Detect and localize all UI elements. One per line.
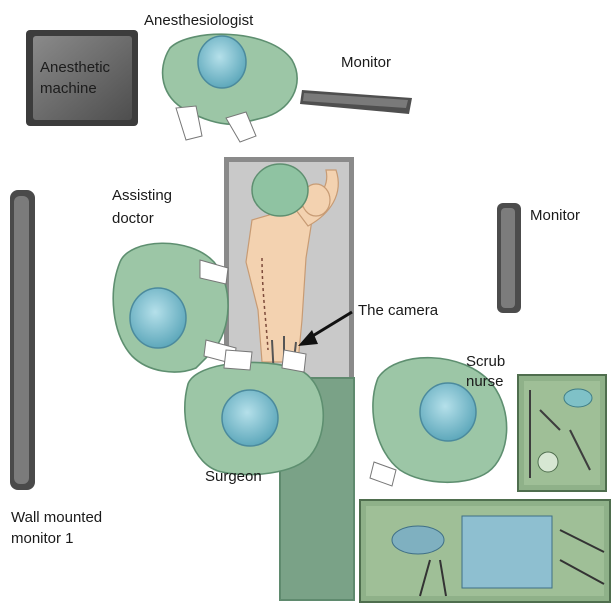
instrument-tray-small bbox=[518, 375, 606, 491]
monitor-right bbox=[497, 203, 521, 313]
label-assisting-doctor-line2: doctor bbox=[112, 209, 154, 228]
label-anesthetic-machine-line1: Anesthetic bbox=[40, 58, 110, 77]
monitor-top bbox=[300, 90, 412, 114]
label-scrub-nurse-line2: nurse bbox=[466, 372, 504, 391]
anesthetic-machine bbox=[26, 30, 138, 126]
label-the-camera: The camera bbox=[358, 301, 438, 320]
label-monitor-top: Monitor bbox=[341, 53, 391, 72]
surgeon-figure bbox=[185, 350, 323, 475]
anesthesiologist-figure bbox=[163, 34, 298, 142]
label-wall-mounted-monitor-line2: monitor 1 bbox=[11, 529, 74, 548]
label-anesthetic-machine-line2: machine bbox=[40, 79, 97, 98]
label-scrub-nurse-line1: Scrub bbox=[466, 352, 505, 371]
label-wall-mounted-monitor-line1: Wall mounted bbox=[11, 508, 102, 527]
label-monitor-right: Monitor bbox=[530, 206, 580, 225]
instrument-tray-large bbox=[360, 500, 610, 602]
label-surgeon: Surgeon bbox=[205, 467, 262, 486]
label-assisting-doctor-line1: Assisting bbox=[112, 186, 172, 205]
label-anesthesiologist: Anesthesiologist bbox=[144, 11, 253, 30]
wall-mounted-monitor bbox=[10, 190, 35, 490]
assisting-doctor-figure bbox=[113, 243, 236, 372]
